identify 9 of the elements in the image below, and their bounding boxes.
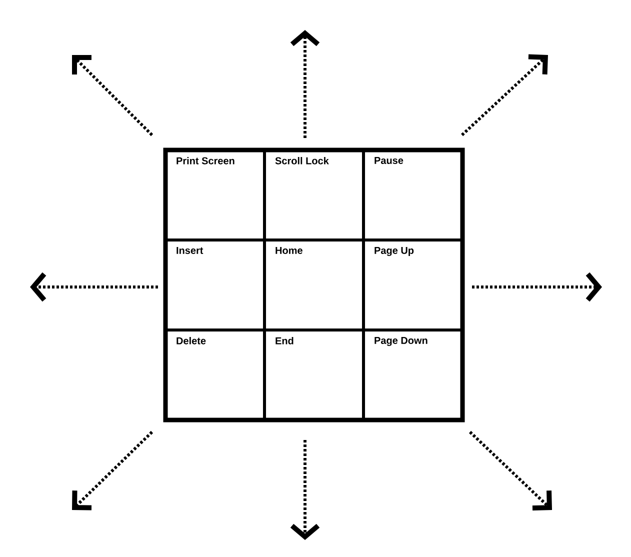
node-label: Print Screen bbox=[176, 157, 234, 164]
key-box: Page Up bbox=[362, 238, 464, 332]
key-box: Scroll Lock bbox=[263, 148, 365, 242]
key-box: Delete bbox=[164, 328, 266, 422]
key-box: Page Down bbox=[362, 328, 464, 422]
key-box: Pause bbox=[362, 148, 464, 242]
key-box: Home bbox=[263, 238, 365, 332]
key-box: End bbox=[263, 328, 365, 422]
key-box: Insert bbox=[164, 238, 266, 332]
